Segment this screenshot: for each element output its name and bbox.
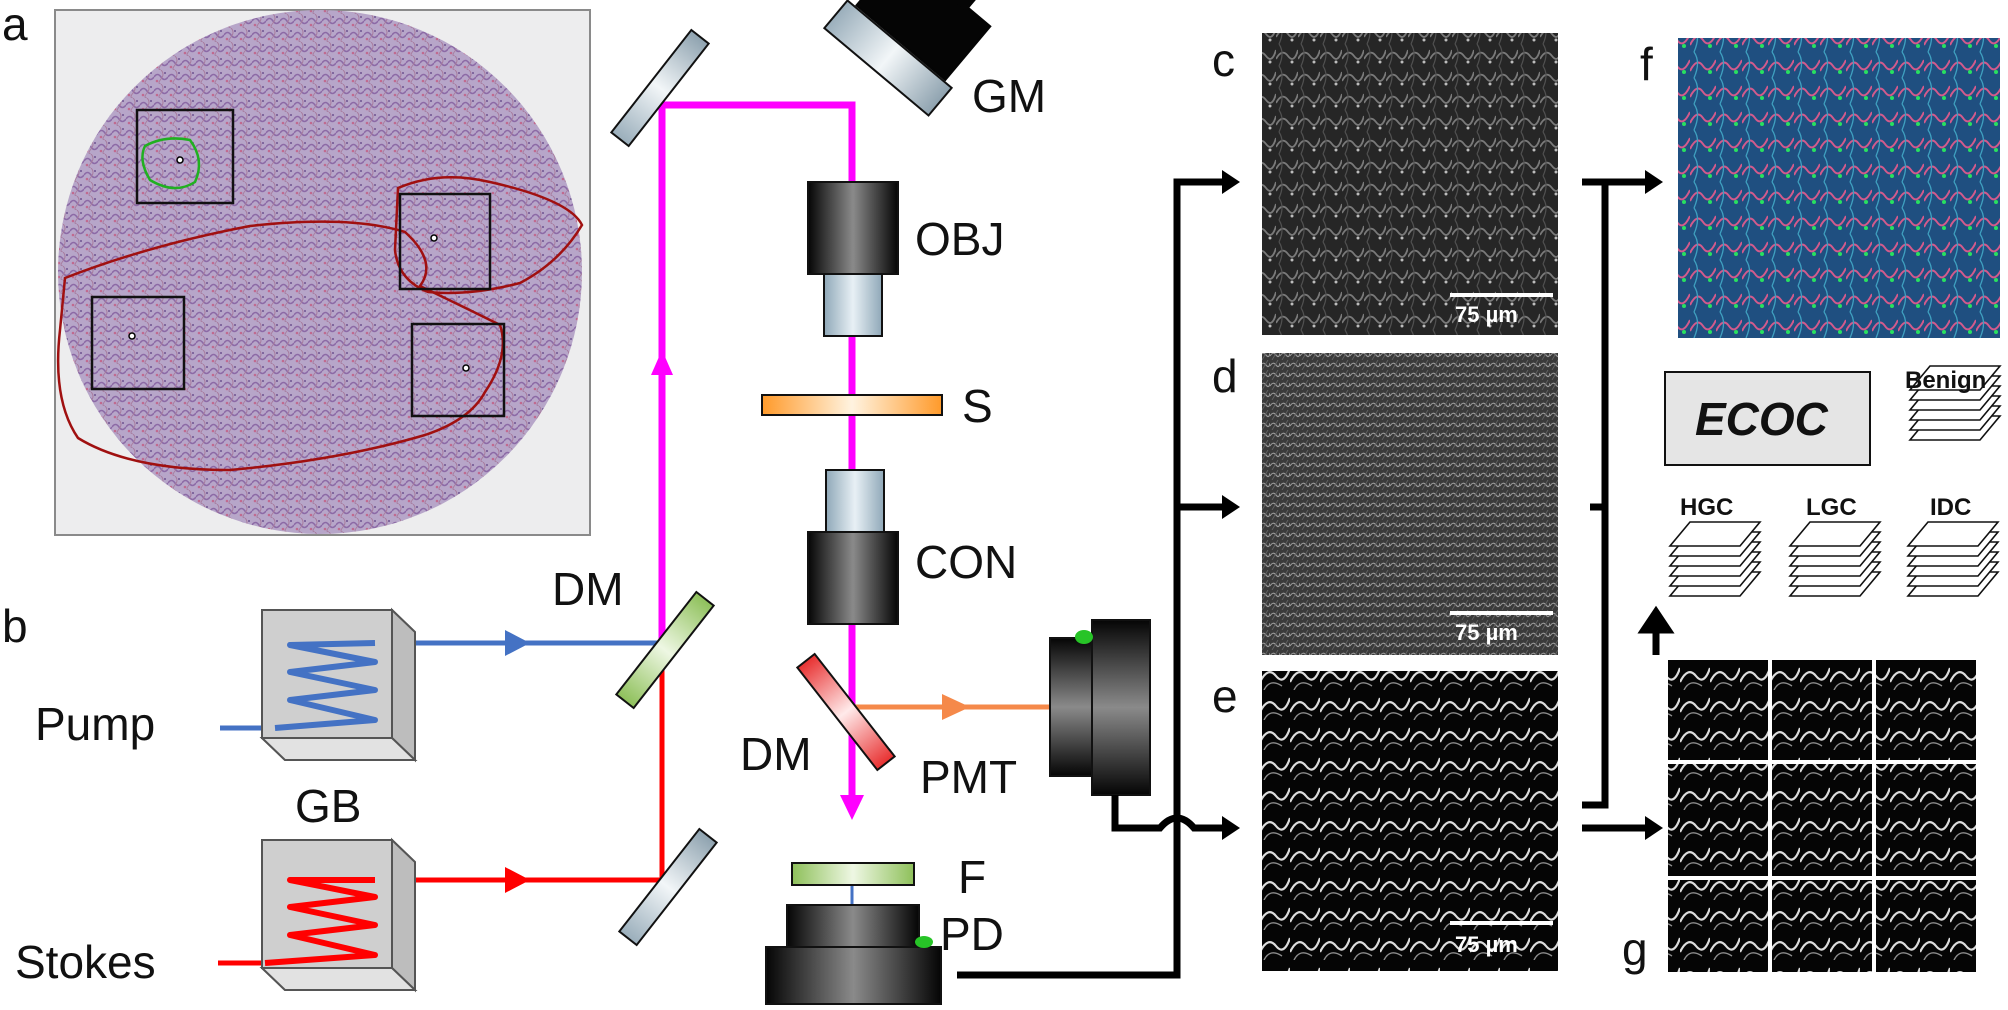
roi-dot [430, 234, 438, 242]
pump-beam-arrow [505, 630, 530, 656]
idc-stack [1906, 521, 2000, 597]
arrow-to-c [1222, 170, 1240, 194]
panel-f-image [1678, 38, 2000, 338]
scale-bar-label-c: 75 µm [1455, 302, 1518, 327]
label-dm-lower: DM [740, 728, 812, 780]
sample-slide [761, 394, 943, 416]
label-gm: GM [972, 70, 1046, 122]
roi-square-2 [398, 192, 492, 291]
label-dm-upper: DM [552, 563, 624, 615]
label-pump: Pump [35, 698, 155, 750]
arrow-to-e [1222, 816, 1240, 840]
panel-label-b: b [2, 600, 28, 652]
class-label-hgc: HGC [1680, 494, 1733, 521]
arrow-to-d [1222, 495, 1240, 519]
objective-lens [807, 181, 899, 337]
pmt-detector [1049, 619, 1151, 796]
label-f: F [958, 851, 986, 903]
panel-label-c: c [1212, 34, 1235, 86]
combined-beam-path [658, 101, 856, 795]
pd-output-line [957, 178, 1225, 979]
dichroic-mirror-upper [614, 590, 716, 710]
label-pmt: PMT [920, 751, 1017, 803]
ecoc-box [1664, 371, 1871, 466]
pmt-output-line [1111, 795, 1225, 832]
panel-g-grid [1668, 660, 1976, 972]
mirror-upper [609, 28, 711, 148]
class-label-lgc: LGC [1806, 494, 1857, 521]
panel-label-e: e [1212, 670, 1238, 722]
panel-label-f: f [1640, 38, 1653, 90]
glass-block-pump [259, 607, 418, 763]
panel-c-image [1262, 33, 1558, 335]
class-label-benign: Benign [1905, 367, 1986, 394]
condenser-lens [807, 469, 899, 625]
label-stokes: Stokes [15, 936, 156, 988]
beam-arrow-down [840, 795, 864, 820]
photodiode [765, 904, 942, 1005]
panel-label-a: a [2, 0, 28, 50]
roi-square-4 [410, 322, 506, 418]
mirror-lower [617, 827, 719, 947]
beam-arrow-up [651, 350, 673, 375]
label-pd: PD [940, 908, 1004, 960]
label-s: S [962, 380, 993, 432]
ecoc-label: ECOC [1695, 393, 1829, 445]
benign-stack [1908, 365, 2002, 441]
label-gb: GB [295, 780, 361, 832]
panel-label-d: d [1212, 350, 1238, 402]
merge-bracket [1582, 178, 1648, 809]
galvo-mirror [822, 0, 992, 117]
roi-square-1 [135, 108, 235, 205]
roi-green-outline [141, 137, 201, 190]
scale-bar-label-d: 75 µm [1455, 620, 1518, 645]
panel-d-image [1262, 353, 1558, 655]
tissue-core [58, 10, 582, 534]
roi-dot [462, 364, 470, 372]
scale-bar-label-e: 75 µm [1455, 932, 1518, 957]
class-label-idc: IDC [1930, 494, 1971, 521]
dichroic-mirror-lower [795, 652, 897, 772]
label-obj: OBJ [915, 213, 1004, 265]
roi-square-3 [90, 295, 186, 391]
lgc-stack [1788, 521, 1882, 597]
arrow-g-to-hgc [1637, 605, 1675, 655]
label-con: CON [915, 536, 1017, 588]
stokes-beam-arrow [505, 867, 530, 893]
roi-dot [176, 156, 184, 164]
arrow-to-f [1645, 170, 1663, 194]
hgc-stack [1668, 521, 1762, 597]
arrow-to-g [1645, 816, 1663, 840]
tumor-region-boundary-right [393, 175, 584, 295]
tumor-region-boundary [56, 220, 505, 472]
pmt-beam-arrow [942, 694, 970, 720]
panel-e-image [1262, 671, 1558, 971]
glass-block-stokes [259, 837, 418, 993]
panel-label-g: g [1622, 923, 1648, 975]
roi-dot [128, 332, 136, 340]
filter [791, 862, 915, 886]
